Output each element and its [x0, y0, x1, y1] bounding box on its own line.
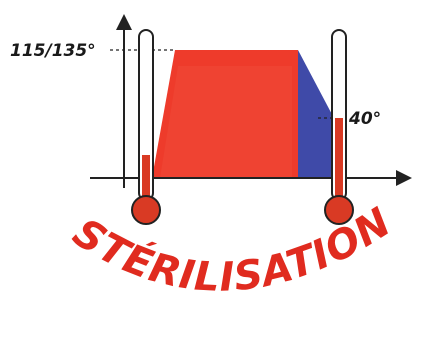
top-temperature-label: 115/135° [10, 41, 96, 61]
heating-phase-area [152, 50, 298, 178]
bottom-temperature-label: 40° [348, 109, 381, 129]
heating-phase-shade [160, 66, 292, 178]
cooling-phase-area [298, 50, 336, 178]
left-thermometer-icon [131, 29, 161, 225]
right-thermometer-icon [324, 29, 354, 225]
